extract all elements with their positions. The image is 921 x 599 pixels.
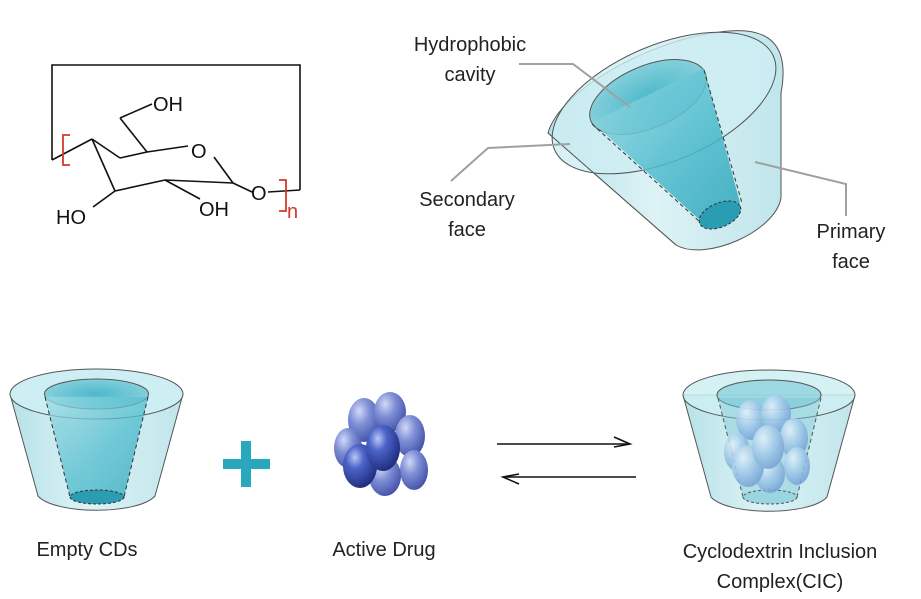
secondary-label-line1: Secondary (419, 189, 515, 211)
left-bracket (62, 134, 70, 166)
glycosidic-oxygen-label: O (251, 183, 267, 205)
primary-label-line2: face (832, 251, 870, 273)
secondary-leader (450, 143, 571, 182)
empty-cd-cone (9, 368, 184, 511)
primary-label-line1: Primary (817, 221, 886, 243)
ho-left-label: HO (56, 207, 86, 229)
complex-label-line1: Cyclodextrin Inclusion (683, 541, 878, 563)
plus-icon (223, 441, 270, 487)
encapsulated-drug (724, 395, 810, 493)
glucose-unit-structure (51, 64, 301, 208)
active-drug-label: Active Drug (332, 539, 435, 561)
empty-cds-label: Empty CDs (36, 539, 137, 561)
inclusion-complex-cone (682, 369, 856, 512)
hydrophobic-label-line1: Hydrophobic (414, 34, 526, 56)
right-bracket (279, 179, 287, 212)
oh-top-label: OH (153, 94, 183, 116)
equilibrium-arrows (497, 436, 636, 485)
oh-bottom-label: OH (199, 199, 229, 221)
hydrophobic-label-line2: cavity (444, 64, 495, 86)
active-drug-cluster (334, 392, 428, 496)
hydrophobic-leader (519, 63, 631, 108)
repeat-unit-label: n (287, 201, 298, 223)
secondary-label-line2: face (448, 219, 486, 241)
complex-label-line2: Complex(CIC) (717, 571, 844, 593)
ring-oxygen-label: O (191, 141, 207, 163)
primary-leader (754, 161, 847, 216)
cyclodextrin-cone-large (547, 30, 784, 251)
macrocycle-frame (51, 64, 301, 190)
